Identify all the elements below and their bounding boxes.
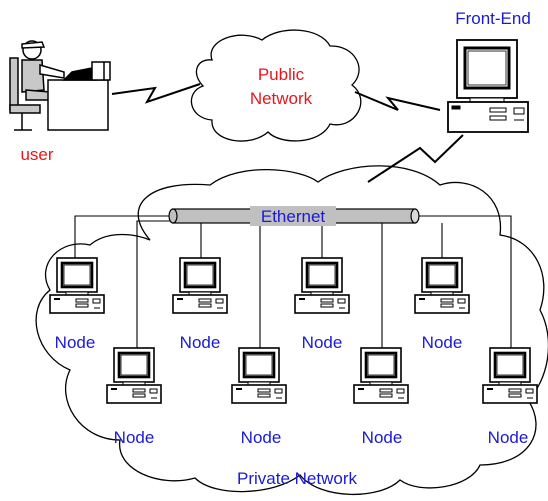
public-network-label-line1: Public bbox=[258, 65, 305, 84]
node-label: Node bbox=[114, 428, 155, 447]
lightning-link-icon bbox=[354, 91, 441, 111]
ethernet-drops bbox=[74, 215, 512, 348]
node-label: Node bbox=[241, 428, 282, 447]
node-label: Node bbox=[302, 333, 343, 352]
private-cloud-icon bbox=[35, 165, 548, 496]
public-cloud-icon bbox=[190, 29, 362, 142]
lightning-link-icon bbox=[111, 83, 201, 104]
private-network-label: Private Network bbox=[237, 469, 357, 488]
node-label: Node bbox=[422, 333, 463, 352]
front-end-computer-icon bbox=[447, 39, 529, 133]
node-computer-icon bbox=[48, 256, 106, 315]
node-label: Node bbox=[362, 428, 403, 447]
public-network-label-line2: Network bbox=[250, 89, 313, 108]
user-workstation-icon bbox=[9, 40, 111, 131]
ethernet-cable-icon: Ethernet bbox=[168, 206, 420, 226]
node-computer-icon bbox=[171, 256, 229, 315]
node-computer-icon bbox=[352, 346, 410, 405]
lightning-link-icon bbox=[367, 134, 464, 183]
node-label: Node bbox=[488, 428, 529, 447]
node-label: Node bbox=[180, 333, 221, 352]
user-label: user bbox=[20, 145, 53, 164]
node-computer-icon bbox=[413, 256, 471, 315]
front-end-label: Front-End bbox=[455, 9, 531, 28]
node-label: Node bbox=[55, 333, 96, 352]
node-computer-icon bbox=[230, 346, 288, 405]
ethernet-label: Ethernet bbox=[261, 207, 326, 226]
node-computer-icon bbox=[293, 256, 351, 315]
node-computer-icon bbox=[481, 346, 539, 405]
node-computer-icon bbox=[105, 346, 163, 405]
